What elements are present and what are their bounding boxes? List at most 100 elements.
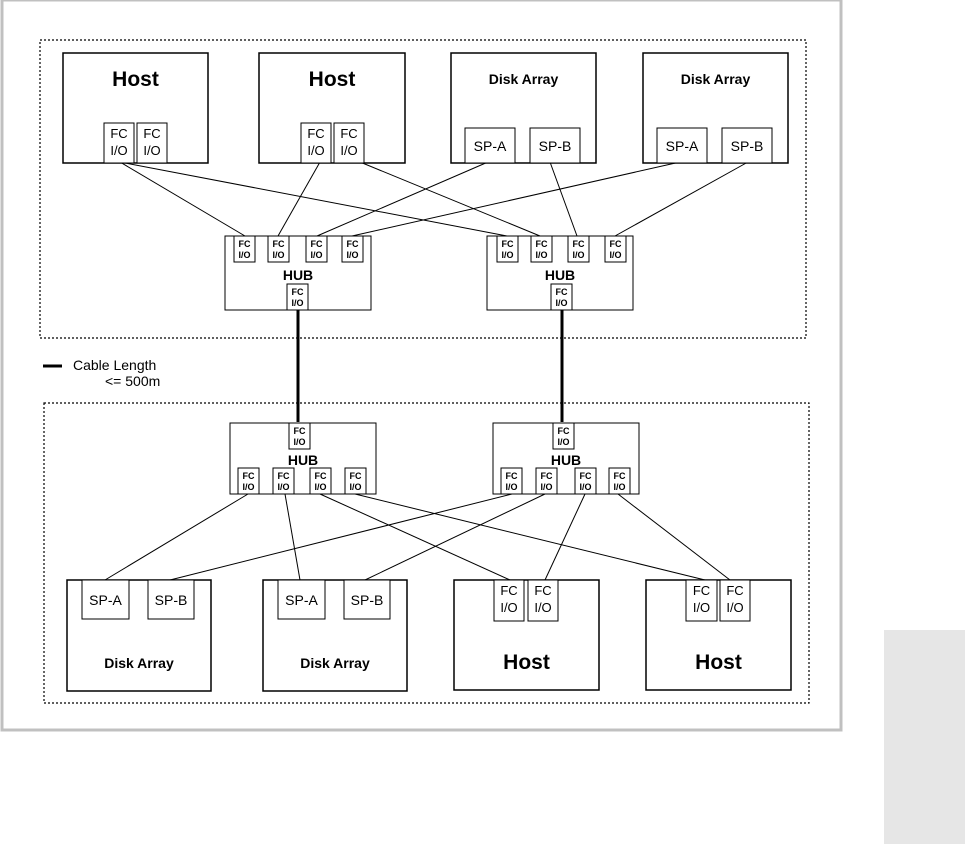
sp-b-label: SP-B — [351, 592, 384, 608]
fc-io-port: FC I/O — [493, 579, 525, 622]
io-label: I/O — [500, 600, 517, 615]
fc-label: FC — [534, 583, 551, 598]
top-host-1: Host FC I/O FC I/O — [62, 52, 209, 164]
sp-a-port: SP-A — [277, 579, 326, 620]
sp-b-label: SP-B — [155, 592, 188, 608]
top-disk-array-1: Disk Array SP-A SP-B — [450, 52, 597, 164]
fc-label: FC — [693, 583, 710, 598]
fc-io-port: FC I/O — [136, 122, 168, 164]
bottom-hub-right: HUB FC I/O FC I/O FC I/O FC I/O FC I/O — [492, 422, 640, 495]
host-label: Host — [503, 651, 550, 674]
io-label: I/O — [340, 143, 357, 158]
sp-b-port: SP-B — [147, 579, 195, 620]
fc-io-port: FC I/O — [604, 235, 627, 263]
io-label: I/O — [238, 250, 250, 260]
fc-label: FC — [340, 126, 357, 141]
fc-io-uplink-port: FC I/O — [288, 422, 311, 450]
fc-label: FC — [311, 239, 323, 249]
legend-line1: Cable Length — [73, 357, 156, 373]
fc-label: FC — [350, 471, 362, 481]
host-label: Host — [309, 68, 356, 91]
io-label: I/O — [143, 143, 160, 158]
fc-io-port: FC I/O — [103, 122, 135, 164]
io-label: I/O — [346, 250, 358, 260]
fc-label: FC — [610, 239, 622, 249]
cable-length-legend: Cable Length <= 500m — [43, 357, 160, 389]
fc-label: FC — [580, 471, 592, 481]
disk-array-label: Disk Array — [489, 71, 559, 87]
io-label: I/O — [314, 482, 326, 492]
io-label: I/O — [242, 482, 254, 492]
io-label: I/O — [349, 482, 361, 492]
io-label: I/O — [579, 482, 591, 492]
fc-label: FC — [278, 471, 290, 481]
sp-b-label: SP-B — [731, 138, 764, 154]
bottom-disk-array-2: Disk Array SP-A SP-B — [262, 579, 408, 692]
bottom-host-2: Host FC I/O FC I/O — [645, 579, 792, 691]
top-hub-right: HUB FC I/O FC I/O FC I/O FC I/O FC I/O — [486, 235, 634, 311]
io-label: I/O — [693, 600, 710, 615]
fc-label: FC — [110, 126, 127, 141]
sp-a-label: SP-A — [666, 138, 699, 154]
fc-label: FC — [347, 239, 359, 249]
fc-io-port: FC I/O — [237, 467, 260, 495]
hub-label: HUB — [283, 267, 313, 283]
fc-label: FC — [573, 239, 585, 249]
io-label: I/O — [726, 600, 743, 615]
fc-io-port: FC I/O — [500, 467, 523, 495]
io-label: I/O — [505, 482, 517, 492]
fc-io-port: FC I/O — [719, 579, 751, 622]
sp-a-label: SP-A — [474, 138, 507, 154]
fc-io-uplink-port: FC I/O — [550, 283, 573, 311]
fc-label: FC — [243, 471, 255, 481]
fc-label: FC — [506, 471, 518, 481]
bottom-host-1: Host FC I/O FC I/O — [453, 579, 600, 691]
fc-label: FC — [294, 426, 306, 436]
fc-label: FC — [500, 583, 517, 598]
sp-a-port: SP-A — [81, 579, 130, 620]
sp-b-port: SP-B — [529, 127, 581, 164]
fc-label: FC — [556, 287, 568, 297]
bottom-site-boundary — [43, 402, 810, 704]
io-label: I/O — [557, 437, 569, 447]
top-disk-array-2: Disk Array SP-A SP-B — [642, 52, 789, 164]
fc-label: FC — [239, 239, 251, 249]
io-label: I/O — [540, 482, 552, 492]
fc-label: FC — [315, 471, 327, 481]
fc-label: FC — [273, 239, 285, 249]
sp-b-port: SP-B — [721, 127, 773, 164]
fc-io-port: FC I/O — [309, 467, 332, 495]
sp-a-label: SP-A — [285, 592, 318, 608]
fc-io-port: FC I/O — [341, 235, 364, 263]
io-label: I/O — [293, 437, 305, 447]
sp-a-port: SP-A — [656, 127, 708, 164]
fc-io-uplink-port: FC I/O — [552, 422, 575, 450]
io-label: I/O — [609, 250, 621, 260]
fc-io-port: FC I/O — [496, 235, 519, 263]
side-tab — [884, 630, 965, 844]
fc-label: FC — [143, 126, 160, 141]
sp-b-port: SP-B — [343, 579, 391, 620]
legend-line2: <= 500m — [105, 373, 160, 389]
host-label: Host — [695, 651, 742, 674]
fc-label: FC — [614, 471, 626, 481]
fc-label: FC — [307, 126, 324, 141]
fc-io-uplink-port: FC I/O — [286, 283, 309, 311]
top-host-2: Host FC I/O FC I/O — [258, 52, 406, 164]
io-label: I/O — [572, 250, 584, 260]
fc-io-port: FC I/O — [267, 235, 290, 263]
io-label: I/O — [310, 250, 322, 260]
disk-array-label: Disk Array — [681, 71, 751, 87]
sp-a-port: SP-A — [464, 127, 516, 164]
fc-io-port: FC I/O — [535, 467, 558, 495]
top-hub-left: HUB FC I/O FC I/O FC I/O FC I/O FC I/O — [224, 235, 372, 311]
fc-label: FC — [502, 239, 514, 249]
io-label: I/O — [277, 482, 289, 492]
fc-io-port: FC I/O — [530, 235, 553, 263]
fc-label: FC — [726, 583, 743, 598]
io-label: I/O — [307, 143, 324, 158]
io-label: I/O — [555, 298, 567, 308]
bottom-hub-left: HUB FC I/O FC I/O FC I/O FC I/O FC I/O — [229, 422, 377, 495]
fc-label: FC — [541, 471, 553, 481]
fc-io-port: FC I/O — [272, 467, 295, 495]
